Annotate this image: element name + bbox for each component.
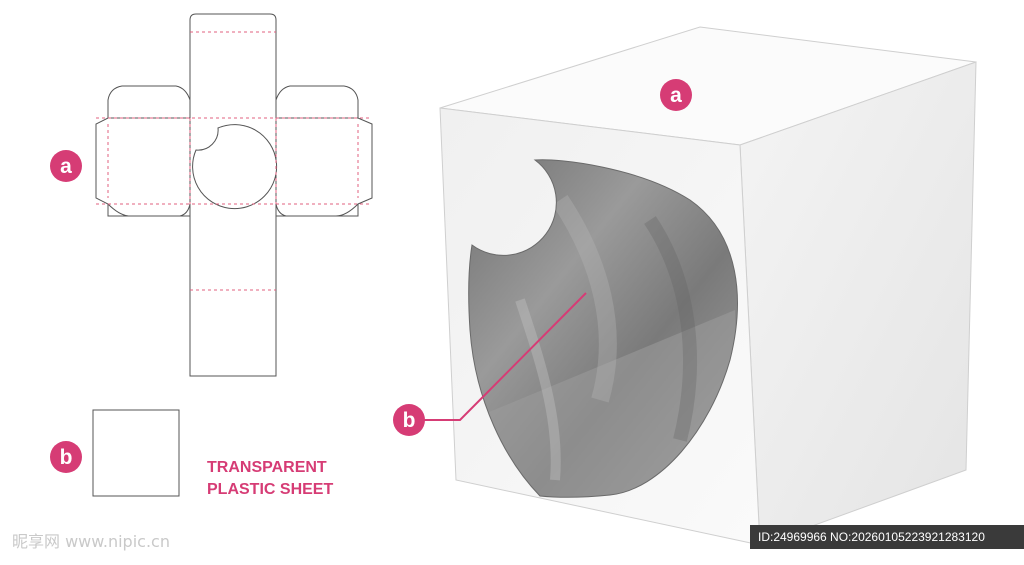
label-a-dieline: a <box>50 150 82 182</box>
label-b-dieline: b <box>50 441 82 473</box>
bottom-flap-left <box>107 203 191 217</box>
plastic-sheet-dieline <box>92 409 180 497</box>
site-watermark: 昵享网 www.nipic.cn <box>12 532 170 551</box>
caption-line-2: PLASTIC SHEET <box>207 481 333 498</box>
label-b-box: b <box>393 292 587 436</box>
box-3d <box>439 26 977 546</box>
box-window-outline <box>468 159 738 498</box>
svg-text:b: b <box>403 409 416 432</box>
window-cutout-dieline <box>192 124 278 210</box>
image-id-bar: ID:24969966 NO:20260105223921283120 <box>750 525 1024 549</box>
svg-text:b: b <box>60 446 73 469</box>
dust-flap-right <box>275 85 359 119</box>
fold-lines <box>96 31 372 291</box>
label-a-box: a <box>660 79 692 111</box>
box-right-face <box>739 61 977 546</box>
caption-line-1: TRANSPARENT <box>207 459 327 476</box>
svg-text:a: a <box>60 155 72 178</box>
dust-flap-left <box>107 85 191 119</box>
dieline-net <box>95 13 373 377</box>
side-panel-right <box>276 117 373 217</box>
center-column <box>189 118 277 377</box>
bottom-flap-right <box>275 203 359 217</box>
svg-text:a: a <box>670 84 682 107</box>
side-panel-left <box>95 117 190 217</box>
tuck-flap-top <box>189 13 277 118</box>
